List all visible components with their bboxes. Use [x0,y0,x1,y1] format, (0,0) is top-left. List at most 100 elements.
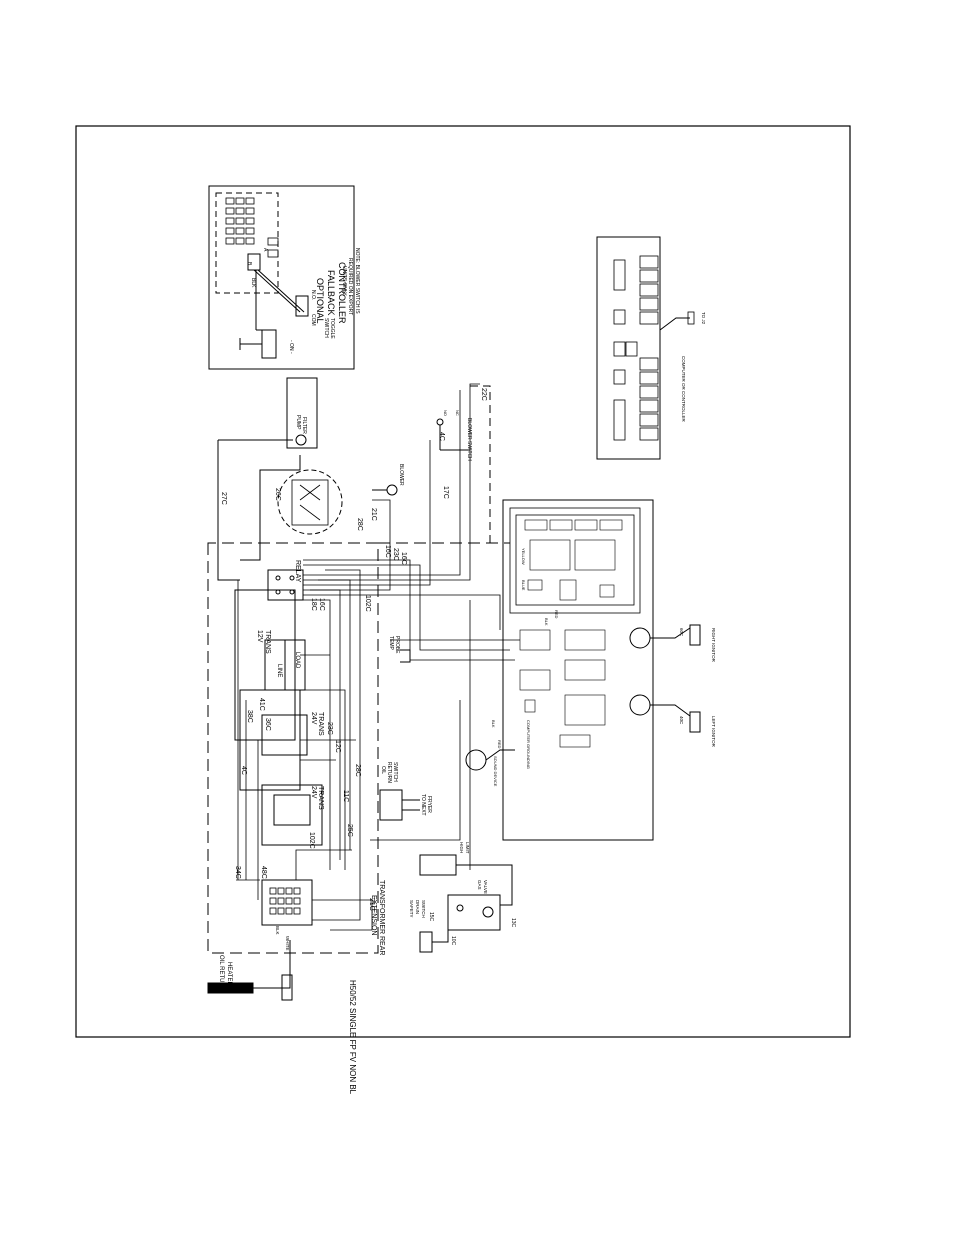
svg-text:10C: 10C [450,936,456,946]
optional-fallback-controller: OPTIONAL FALLBACK CONTROLLER NOTE: BLOWE… [208,185,360,370]
svg-text:NO: NO [443,410,448,416]
svg-text:GAS: GAS [477,880,482,890]
svg-text:16C: 16C [384,545,391,558]
svg-text:RELAY: RELAY [294,560,301,583]
svg-text:RED: RED [554,610,559,619]
svg-text:TO NEXT: TO NEXT [420,794,426,816]
svg-text:RED: RED [497,740,502,749]
svg-text:VALVE: VALVE [483,880,488,894]
svg-text:28C: 28C [356,518,363,531]
svg-text:LEFT IGNITOR: LEFT IGNITOR [711,716,716,748]
svg-text:WHITE: WHITE [285,936,290,951]
safety-drain-switch: SAFETY DRAIN SWITCH [409,900,449,953]
on-label: - ON - [288,340,294,354]
no-label: N.O. [310,290,316,300]
svg-text:HEATER: HEATER [226,962,232,987]
left-ignitor: LEFT IGNITOR [689,711,716,748]
svg-text:15C: 15C [428,912,434,922]
svg-text:NC: NC [455,410,460,416]
diagram-frame [75,125,851,1038]
oil-return-switch: OIL RETURN SWITCH TO NEXT FRYER [379,762,432,821]
svg-text:SAFETY: SAFETY [409,900,414,918]
svg-text:28C: 28C [354,764,361,777]
transformer-24v-b: 24V TRANS [261,784,324,846]
computer-or-controller: COMPUTER OR CONTROLLER TO J2 [596,236,706,460]
svg-text:18C: 18C [310,598,317,611]
control-board-housing: COMPUTER GROUNDING YELLOW BLUE RED BLK [502,499,691,841]
note-line-1: NOTE: BLOWER SWITCH IS [354,248,360,314]
svg-text:TRANS: TRANS [264,630,271,654]
svg-text:COMPUTER GROUNDING: COMPUTER GROUNDING [526,720,531,769]
pump-connector [277,469,343,535]
svg-text:13C: 13C [510,918,516,928]
svg-text:TEMP: TEMP [388,636,394,651]
svg-text:RIGHT IGNITOR: RIGHT IGNITOR [711,628,716,663]
svg-text:TRANS: TRANS [317,712,324,736]
svg-text:22C: 22C [480,388,487,401]
svg-text:PROBE: PROBE [394,636,400,654]
blower: BLOWER [372,464,404,496]
svg-text:36C: 36C [264,718,271,731]
svg-text:HIGH: HIGH [459,842,464,853]
svg-text:21C: 21C [368,898,375,911]
svg-text:SOUND DEVICE: SOUND DEVICE [493,756,498,787]
relay: RELAY [267,560,304,601]
svg-text:24V: 24V [310,712,317,725]
svg-text:BLOWER SWITCH: BLOWER SWITCH [466,418,472,461]
svg-text:41C: 41C [258,698,265,711]
svg-text:25C: 25C [346,824,353,837]
svg-text:4C: 4C [240,766,247,775]
note-line-3: UNITS ONLY. [341,266,347,296]
svg-text:TRANS: TRANS [317,786,324,810]
svg-text:16C: 16C [318,598,325,611]
a-label: A [262,248,268,252]
svg-text:SWITCH: SWITCH [421,900,426,918]
oil-return-heater: OIL RETURN HEATER WHITE BLK [207,926,293,1001]
svg-text:16C: 16C [400,552,407,565]
svg-text:102C: 102C [364,595,371,612]
model-label: H50/52 SINGLE FP FV NON BL [348,980,357,1095]
svg-text:38C: 38C [246,710,253,723]
svg-text:23C: 23C [326,722,333,735]
svg-text:BLK: BLK [491,720,496,728]
note-line-2: REQUIRED ON EXPORT [347,258,353,315]
transformer-enclosure [207,542,379,954]
svg-text:BLOWER: BLOWER [398,464,404,486]
toggle-switch-label-2: SWITCH [323,318,329,338]
svg-text:102C: 102C [308,832,315,849]
svg-text:4C: 4C [438,432,445,441]
controller-keypad [225,197,279,258]
wire-labels: 27C 26C 28C 21C 23C 16C 16C 18C 16C 102C… [220,388,684,946]
controller-label: CONTROLLER [337,262,347,324]
svg-text:21C: 21C [370,508,377,521]
svg-text:FILTER: FILTER [301,417,307,434]
svg-text:LOAD: LOAD [294,652,300,669]
svg-text:LIMIT: LIMIT [465,842,470,854]
svg-text:BLUE: BLUE [521,580,526,591]
svg-text:YELLOW: YELLOW [521,548,526,565]
filter-pump: FILTER PUMP [286,377,318,449]
svg-text:PUMP: PUMP [295,415,301,430]
temp-probe: TEMP PROBE [388,636,411,663]
gas-valve: GAS VALVE [447,864,513,931]
svg-text:BLK: BLK [275,926,280,935]
svg-text:27C: 27C [220,492,227,505]
right-ignitor: RIGHT IGNITOR [689,624,716,663]
svg-text:RETURN: RETURN [386,762,392,783]
com-label: COM [310,314,316,326]
svg-text:17C: 17C [442,486,449,499]
svg-text:12V: 12V [256,630,263,643]
svg-text:26C: 26C [274,488,281,501]
toggle-switch-label-1: TOGGLE [329,318,335,339]
blower-switch: BLOWER SWITCH NO NC [436,410,472,461]
svg-text:24V: 24V [310,786,317,799]
extension-label: EXTENSION [370,895,377,935]
optional-label: OPTIONAL [315,278,325,324]
sound-device: SOUND DEVICE BLK RED [465,720,515,787]
terminal-block [261,879,313,926]
svg-text:11C: 11C [342,790,349,802]
svg-text:LINE: LINE [276,664,282,677]
transformer-rear-label: TRANSFORMER REAR [378,880,385,955]
